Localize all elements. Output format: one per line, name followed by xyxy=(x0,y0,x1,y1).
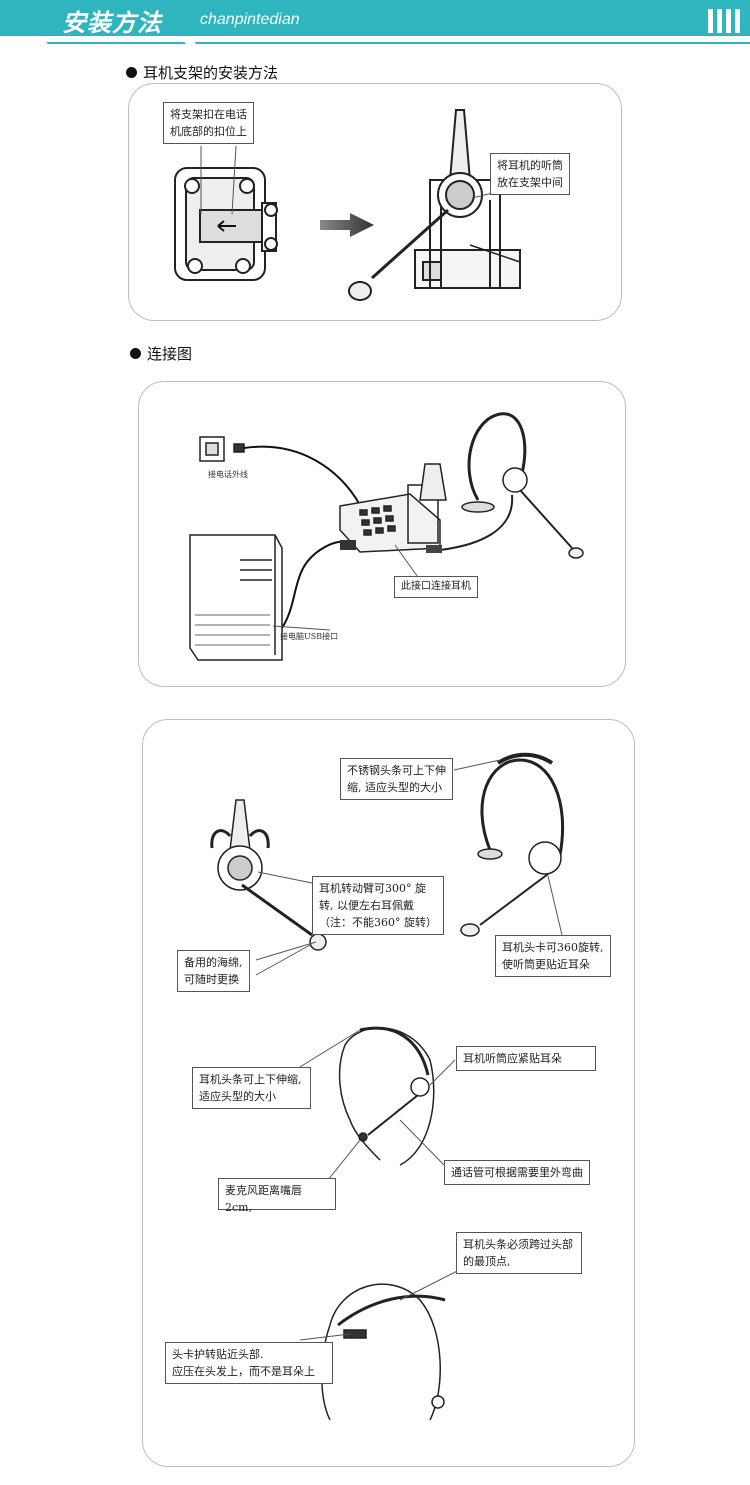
note-earpiece-fit: 耳机听筒应紧贴耳朵 xyxy=(456,1046,596,1071)
note-headband-stretch: 不锈钢头条可上下伸 缩, 适应头型的大小 xyxy=(340,758,453,800)
computer-tower-image xyxy=(189,534,283,661)
note-mic-distance: 麦克风距离嘴唇2cm, xyxy=(218,1178,336,1214)
connection-illustration xyxy=(189,412,584,661)
face-profile-image-2 xyxy=(321,1283,446,1421)
label-phone-line: 接电话外线 xyxy=(208,470,248,479)
headset-side-image xyxy=(210,799,327,951)
headset-image xyxy=(439,412,584,559)
page-header: 安装方法 chanpintedian xyxy=(0,0,750,44)
header-underline xyxy=(0,42,750,44)
note-handset-place: 将耳机的听筒 放在支架中间 xyxy=(490,153,570,195)
note-cross-top: 耳机头条必须跨过头部 的最顶点, xyxy=(456,1232,582,1274)
note-clip-rotate: 耳机头卡可360旋转, 使听筒更贴近耳朵 xyxy=(495,935,611,977)
section2-heading-text: 连接图 xyxy=(147,345,193,363)
bullet-icon xyxy=(130,348,141,359)
section1-heading: 耳机支架的安装方法 xyxy=(126,62,278,83)
bullet-icon xyxy=(126,67,137,78)
label-usb-port: 接电脑USB接口 xyxy=(280,632,339,641)
note-bracket-clip: 将支架扣在电话 机底部的扣位上 xyxy=(163,102,254,144)
bracket-illustration xyxy=(174,109,521,301)
note-pad-position: 头卡护转贴近头部. 应压在头发上，而不是耳朵上 xyxy=(165,1342,333,1384)
headset-front-image xyxy=(460,752,565,937)
header-title: 安装方法 xyxy=(62,9,162,37)
stripes-icon xyxy=(708,9,740,33)
phone-base-bottom-image xyxy=(174,167,278,281)
header-bar xyxy=(0,0,750,36)
header-slant xyxy=(0,36,196,44)
face-profile-image-1 xyxy=(338,1026,435,1166)
section2-heading: 连接图 xyxy=(130,343,192,364)
header-subtitle: chanpintedian xyxy=(200,11,300,28)
phone-with-headset-image xyxy=(348,109,521,301)
note-sponge-replace: 备用的海绵, 可随时更换 xyxy=(177,950,250,992)
note-headset-port: 此接口连接耳机 xyxy=(394,576,478,598)
wall-socket-image xyxy=(199,436,245,462)
section1-heading-text: 耳机支架的安装方法 xyxy=(143,64,279,82)
arrow-right-icon xyxy=(320,213,374,237)
note-tube-bend: 通话管可根据需要里外弯曲 xyxy=(444,1160,590,1185)
desk-phone-image xyxy=(339,463,447,553)
note-headband-adjust: 耳机头条可上下伸缩, 适应头型的大小 xyxy=(192,1067,311,1109)
note-arm-rotate: 耳机转动臂可300° 旋 转, 以便左右耳佩戴 （注：不能360° 旋转） xyxy=(312,876,444,935)
